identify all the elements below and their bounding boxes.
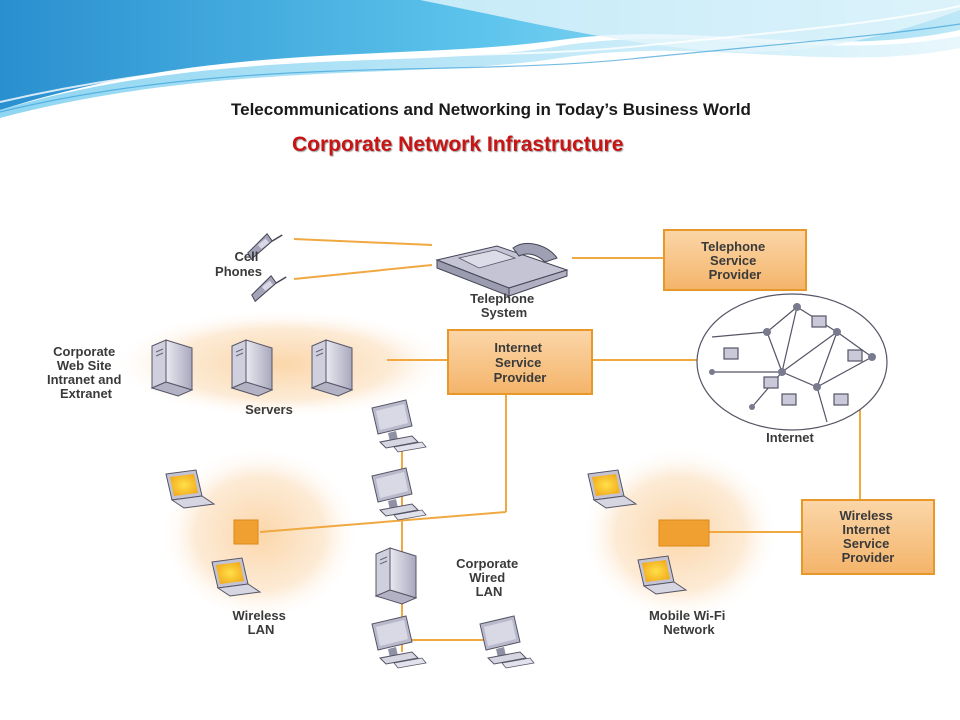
internet-globe-icon xyxy=(696,293,888,431)
access-point-icon xyxy=(658,519,710,547)
access-point-icon xyxy=(233,519,259,545)
telephone-service-provider-box xyxy=(663,229,807,291)
corporate-wired-lan-label: Corporate Wired LAN xyxy=(456,556,522,599)
wireless-internet-service-provider-box xyxy=(801,499,935,575)
server-icon xyxy=(231,339,273,397)
network-diagram: Cell Phones Telephone System Telephone S… xyxy=(47,223,935,669)
telephone-provider-label: Telephone Service Provider xyxy=(701,239,769,282)
slide-subtitle: Telecommunications and Networking in Tod… xyxy=(231,100,751,119)
network-diagram-panel: Cell Phones Telephone System Telephone S… xyxy=(12,222,948,682)
telephone-system-label: Telephone System xyxy=(470,291,538,320)
cell-phones-label: Cell Phones xyxy=(215,249,262,279)
desktop-computer-icon xyxy=(371,467,427,521)
corporate-web-site-label: Corporate Web Site Intranet and Extranet xyxy=(47,344,125,401)
internet-label: Internet xyxy=(766,430,814,445)
server-icon xyxy=(375,547,417,605)
server-icon xyxy=(151,339,193,397)
desktop-computer-icon xyxy=(371,615,427,669)
wireless-isp-label: Wireless Internet Service Provider xyxy=(840,508,897,565)
slide-title: Corporate Network Infrastructure xyxy=(292,133,624,156)
top-wave-decoration xyxy=(0,0,960,118)
wireless-lan-label: Wireless LAN xyxy=(233,608,290,637)
glow-areas xyxy=(112,309,780,622)
desk-telephone-icon xyxy=(435,243,569,297)
servers-label: Servers xyxy=(245,402,293,417)
internet-service-provider-box xyxy=(447,329,593,395)
mobile-wifi-label: Mobile Wi-Fi Network xyxy=(649,608,729,637)
desktop-computer-icon xyxy=(371,399,427,453)
server-icon xyxy=(311,339,353,397)
isp-label: Internet Service Provider xyxy=(494,340,547,385)
desktop-computer-icon xyxy=(479,615,535,669)
